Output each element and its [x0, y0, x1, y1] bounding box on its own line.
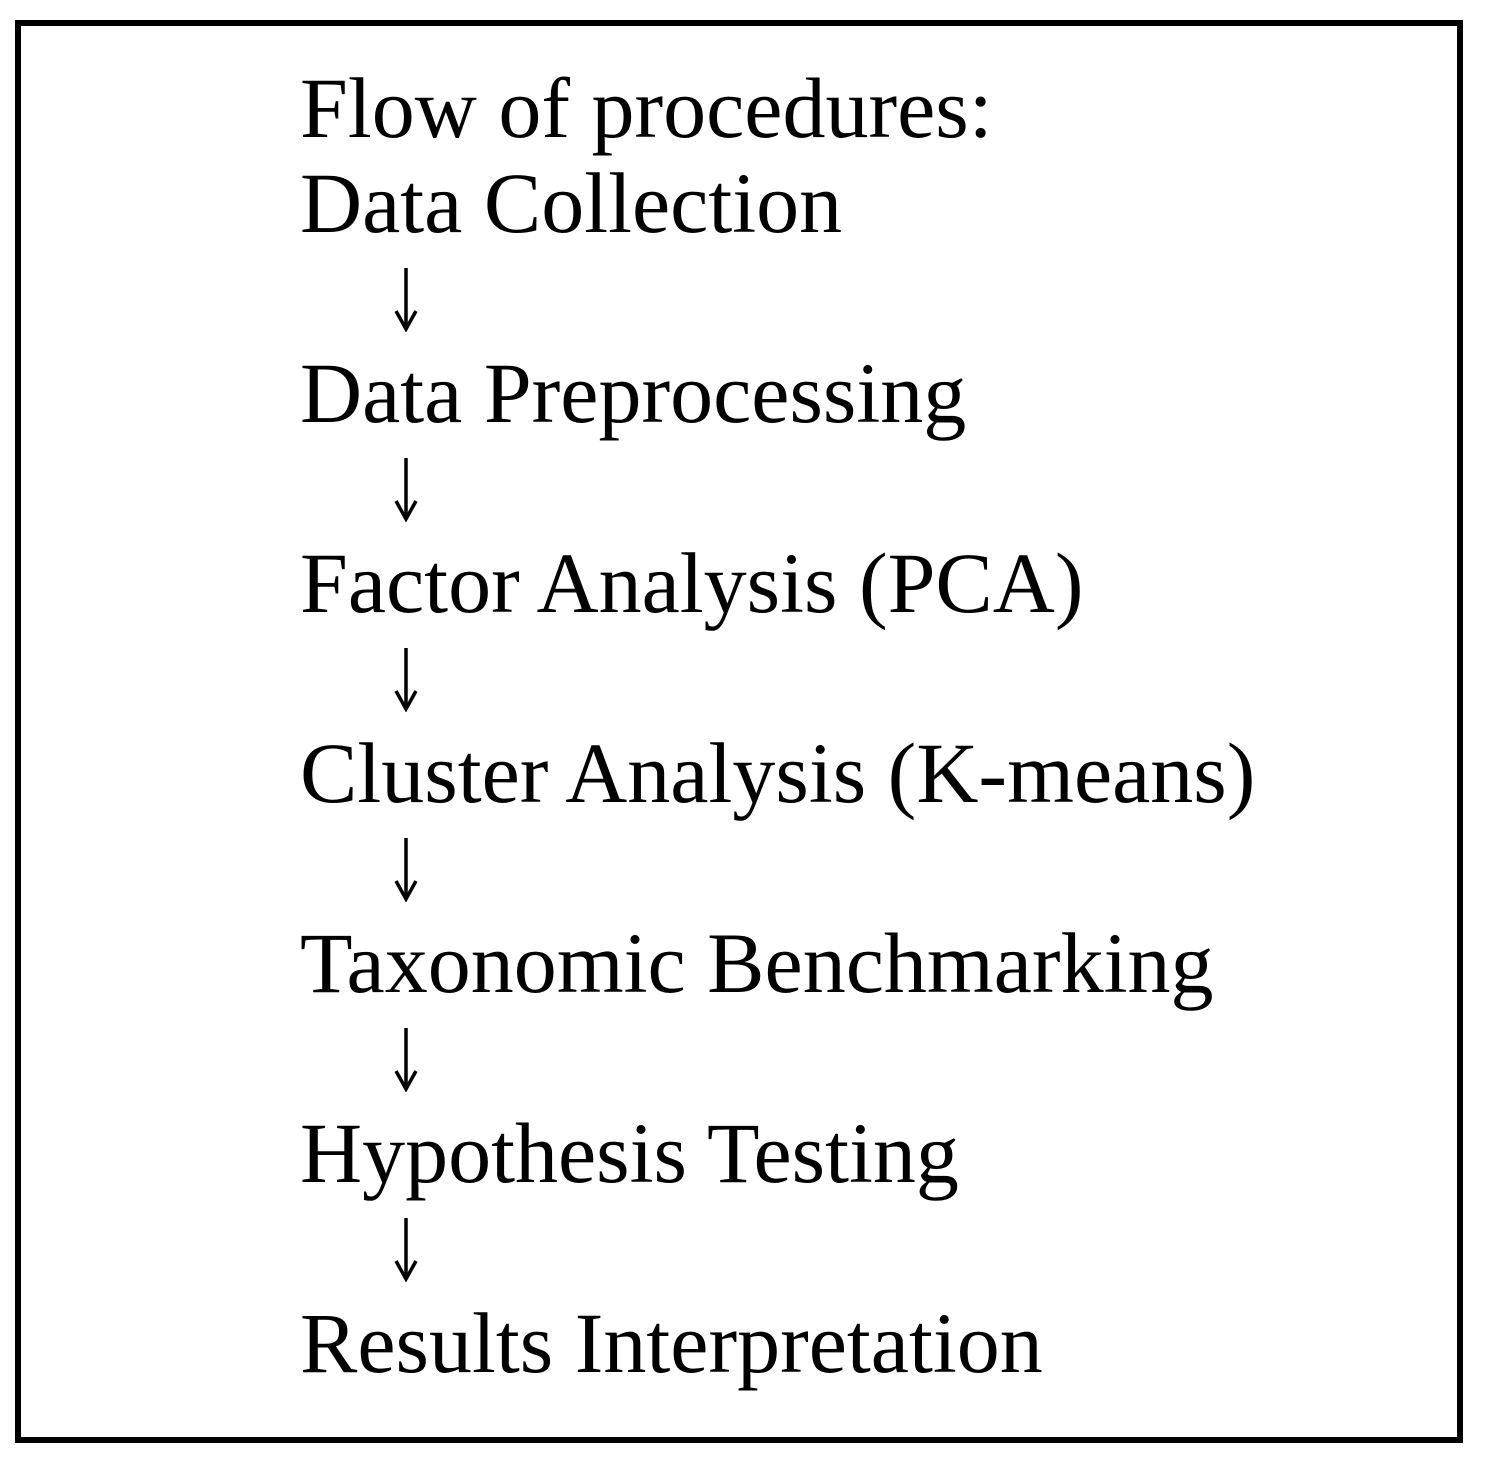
down-arrow-icon	[300, 441, 1457, 536]
step-hypothesis-testing: Hypothesis Testing	[300, 1105, 959, 1201]
step-data-preprocessing: Data Preprocessing	[300, 345, 967, 441]
down-arrow-icon	[300, 1011, 1457, 1106]
step-taxonomic-benchmarking: Taxonomic Benchmarking	[300, 915, 1214, 1011]
down-arrow-icon	[300, 821, 1457, 916]
step-cluster-analysis: Cluster Analysis (K-means)	[300, 725, 1256, 821]
procedure-flow: Flow of procedures: Data Collection Data…	[21, 26, 1457, 1391]
down-arrow-icon	[300, 1201, 1457, 1296]
down-arrow-icon	[300, 631, 1457, 726]
diagram-border: Flow of procedures: Data Collection Data…	[15, 20, 1463, 1443]
step-data-collection: Data Collection	[300, 155, 843, 251]
step-factor-analysis: Factor Analysis (PCA)	[300, 535, 1084, 631]
down-arrow-icon	[300, 251, 1457, 346]
step-results-interpretation: Results Interpretation	[300, 1295, 1043, 1391]
flow-title: Flow of procedures:	[300, 60, 993, 156]
